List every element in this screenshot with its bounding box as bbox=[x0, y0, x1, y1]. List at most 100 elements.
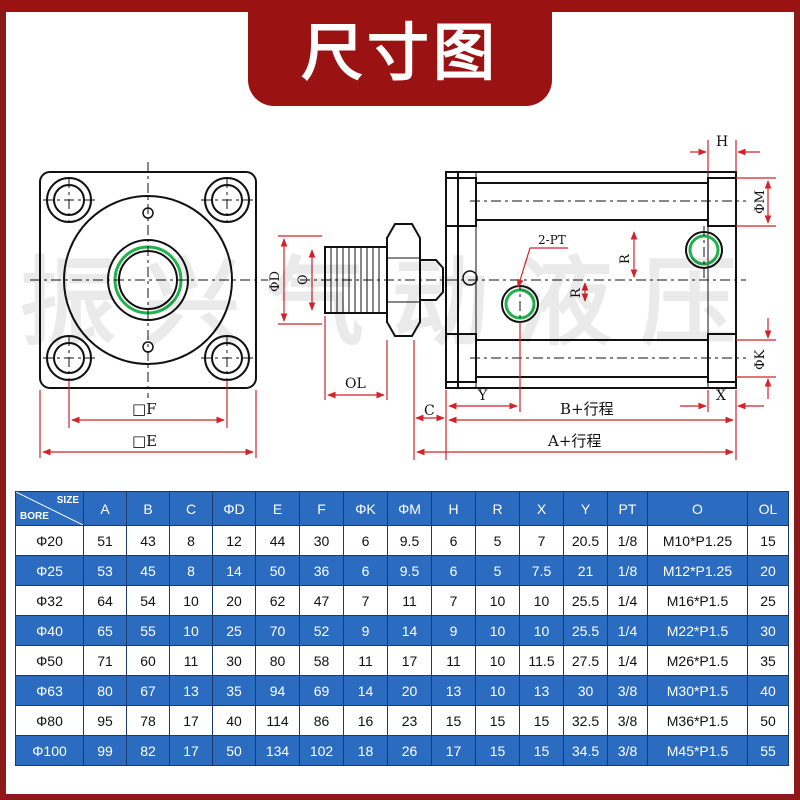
table-cell: 6 bbox=[431, 525, 476, 556]
table-cell: 25.5 bbox=[563, 615, 608, 646]
cylinder-dimension-drawing: □F □E bbox=[30, 134, 776, 460]
table-cell: 47 bbox=[299, 585, 344, 616]
hex-nut bbox=[386, 223, 421, 337]
table-header-cell: OL bbox=[747, 491, 789, 526]
table-cell: 15 bbox=[519, 735, 564, 766]
table-cell: 6 bbox=[431, 555, 476, 586]
table-cell: 99 bbox=[83, 735, 127, 766]
dim-label-b-stroke: B+行程 bbox=[560, 400, 614, 418]
dim-label-phi-m: ΦM bbox=[753, 190, 768, 214]
table-cell: 11 bbox=[343, 645, 388, 676]
table-cell: 1/4 bbox=[607, 645, 648, 676]
table-cell: M36*P1.5 bbox=[647, 705, 748, 736]
table-cell: 10 bbox=[475, 585, 520, 616]
table-cell: 7 bbox=[431, 585, 476, 616]
table-cell: 9.5 bbox=[387, 525, 432, 556]
table-cell: 102 bbox=[299, 735, 344, 766]
table-cell: 34.5 bbox=[563, 735, 608, 766]
table-cell: 30 bbox=[747, 615, 789, 646]
table-cell: 1/8 bbox=[607, 525, 648, 556]
table-cell: 6 bbox=[343, 555, 388, 586]
table-cell: 5 bbox=[475, 525, 520, 556]
table-cell: 58 bbox=[299, 645, 344, 676]
table-cell: 54 bbox=[126, 585, 170, 616]
table-cell: 11.5 bbox=[519, 645, 564, 676]
table-cell: 30 bbox=[212, 645, 256, 676]
table-cell: 15 bbox=[475, 705, 520, 736]
table-cell: 3/8 bbox=[607, 735, 648, 766]
page-title: 尺寸图 bbox=[300, 16, 499, 89]
dim-label-pt: 2-PT bbox=[538, 233, 566, 247]
table-cell: 17 bbox=[387, 645, 432, 676]
table-cell: 20 bbox=[212, 585, 256, 616]
dim-label-e: □E bbox=[132, 432, 157, 450]
table-cell: M22*P1.5 bbox=[647, 615, 748, 646]
table-cell: 15 bbox=[519, 705, 564, 736]
table-cell: 86 bbox=[299, 705, 344, 736]
table-cell: 8 bbox=[169, 555, 213, 586]
table-cell: 60 bbox=[126, 645, 170, 676]
table-header-cell: C bbox=[169, 491, 213, 526]
dim-label-f: □F bbox=[132, 400, 157, 418]
table-header-cell: ΦD bbox=[212, 491, 256, 526]
table-cell: 7 bbox=[343, 585, 388, 616]
table-cell: 1/8 bbox=[607, 555, 648, 586]
table-cell: 20 bbox=[387, 675, 432, 706]
dim-label-x: X bbox=[716, 388, 726, 404]
table-cell: 10 bbox=[169, 585, 213, 616]
table-header-cell: X bbox=[519, 491, 564, 526]
dim-label-h: H bbox=[716, 134, 728, 150]
bore-cell: Φ25 bbox=[15, 555, 84, 586]
table-cell: 25 bbox=[747, 585, 789, 616]
table-cell: 134 bbox=[255, 735, 300, 766]
bore-cell: Φ80 bbox=[15, 705, 84, 736]
table-header-cell: B bbox=[126, 491, 170, 526]
front-boss bbox=[63, 195, 233, 365]
table-header-cell: ΦK bbox=[343, 491, 388, 526]
table-header-cell: R bbox=[475, 491, 520, 526]
table-cell: 35 bbox=[747, 645, 789, 676]
rod-collar bbox=[419, 259, 444, 301]
dim-label-o: O bbox=[296, 274, 311, 285]
dim-label-phi-k: ΦK bbox=[753, 349, 768, 370]
table-header-cell: H bbox=[431, 491, 476, 526]
bore-cell: Φ50 bbox=[15, 645, 84, 676]
side-dimensions bbox=[278, 140, 776, 460]
table-cell: 15 bbox=[431, 705, 476, 736]
dim-label-r2: R bbox=[618, 253, 633, 264]
table-cell: M26*P1.5 bbox=[647, 645, 748, 676]
table-cell: 14 bbox=[343, 675, 388, 706]
table-cell: 95 bbox=[83, 705, 127, 736]
table-cell: 9 bbox=[431, 615, 476, 646]
table-header-cell: O bbox=[647, 491, 748, 526]
table-cell: 14 bbox=[212, 555, 256, 586]
watermark: 振兴气动液压 bbox=[20, 247, 764, 359]
table-cell: 3/8 bbox=[607, 675, 648, 706]
table-cell: 78 bbox=[126, 705, 170, 736]
table-cell: 15 bbox=[747, 525, 789, 556]
table-cell: 71 bbox=[83, 645, 127, 676]
table-cell: M12*P1.25 bbox=[647, 555, 748, 586]
table-header-cell: ΦM bbox=[387, 491, 432, 526]
table-cell: 50 bbox=[747, 705, 789, 736]
table-cell: 70 bbox=[255, 615, 300, 646]
table-cell: 40 bbox=[747, 675, 789, 706]
table-cell: 94 bbox=[255, 675, 300, 706]
table-cell: 21 bbox=[563, 555, 608, 586]
table-cell: 53 bbox=[83, 555, 127, 586]
bore-cell: Φ20 bbox=[15, 525, 84, 556]
table-cell: 44 bbox=[255, 525, 300, 556]
bore-cell: Φ40 bbox=[15, 615, 84, 646]
table-cell: 52 bbox=[299, 615, 344, 646]
table-cell: 11 bbox=[169, 645, 213, 676]
table-cell: 13 bbox=[431, 675, 476, 706]
table-cell: 9.5 bbox=[387, 555, 432, 586]
corner-bore-label: BORE bbox=[20, 511, 49, 522]
